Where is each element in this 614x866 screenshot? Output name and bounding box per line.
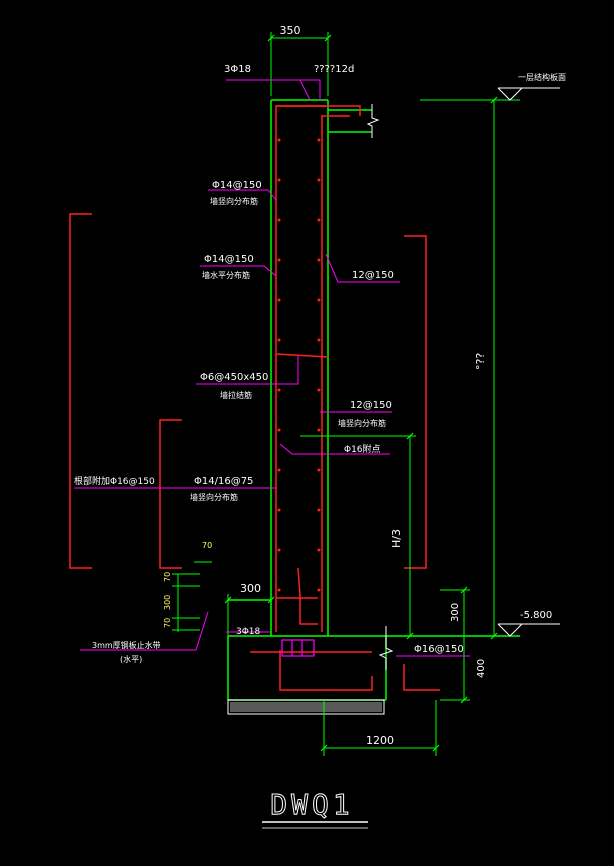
dim-toe-width: 300: [240, 582, 261, 595]
label-inner-top-spec: 12@150: [352, 270, 394, 281]
label-footing-bar: Φ16@150: [414, 644, 464, 655]
waterstop-block: [281, 639, 315, 657]
dim-footing-thk: 400: [476, 659, 487, 678]
dim-h-over-3: H/3: [390, 529, 403, 548]
dim-top-width: 350: [280, 24, 301, 37]
dim-small-70-top: 70: [202, 541, 212, 550]
label-tie-spec: Φ6@450x450: [200, 372, 268, 383]
level-symbols: [497, 87, 560, 637]
label-horiz-spec: Φ14@150: [204, 254, 254, 265]
title-text: DWQ1: [270, 788, 353, 821]
dimension-lines: [172, 32, 520, 756]
dimension-ticks: [224, 34, 498, 752]
dim-base-300: 300: [450, 603, 461, 622]
label-bottom-bars: 3Φ18: [236, 627, 261, 637]
label-lower-vert-spec: Φ14/16@75: [194, 476, 253, 487]
label-inner-mid-desc: 墙竖向分布筋: [338, 418, 386, 428]
level-bottom: -5.800: [520, 610, 552, 621]
annotation-text: 350 3Φ18 ????12d 一层结构板面 Φ14@150 墙竖向分布筋 Φ…: [74, 24, 566, 747]
label-waterstop-1: 3mm厚钢板止水带: [92, 640, 161, 650]
label-vert-outer-spec: Φ14@150: [212, 180, 262, 191]
label-anchor: ????12d: [314, 64, 354, 75]
dim-wall-height: °??: [474, 353, 487, 370]
level-top: 一层结构板面: [518, 72, 566, 82]
rebar-dots: [277, 138, 321, 592]
dim-small-70-a: 70: [163, 572, 172, 582]
label-top-bars: 3Φ18: [224, 64, 251, 75]
label-horiz-desc: 墙水平分布筋: [202, 270, 250, 280]
dim-small-300: 300: [163, 595, 172, 610]
dim-bottom-width: 1200: [366, 734, 394, 747]
label-pin-bar: Φ16附点: [344, 443, 381, 455]
drawing-title: DWQ1: [262, 788, 368, 829]
dim-small-70-b: 70: [163, 618, 172, 628]
rebar: [69, 105, 440, 691]
leader-lines: [74, 79, 470, 657]
label-vert-outer-desc: 墙竖向分布筋: [210, 196, 258, 206]
blinding-layer: [227, 699, 385, 715]
label-waterstop-2: (水平): [120, 654, 142, 664]
label-inner-mid-spec: 12@150: [350, 400, 392, 411]
wall-outline: [227, 99, 520, 701]
label-tie-desc: 墙拉结筋: [220, 390, 252, 400]
label-root-add: 根部附加Φ16@150: [74, 475, 155, 487]
label-lower-vert-desc: 墙竖向分布筋: [190, 492, 238, 502]
break-symbols: [366, 104, 394, 670]
